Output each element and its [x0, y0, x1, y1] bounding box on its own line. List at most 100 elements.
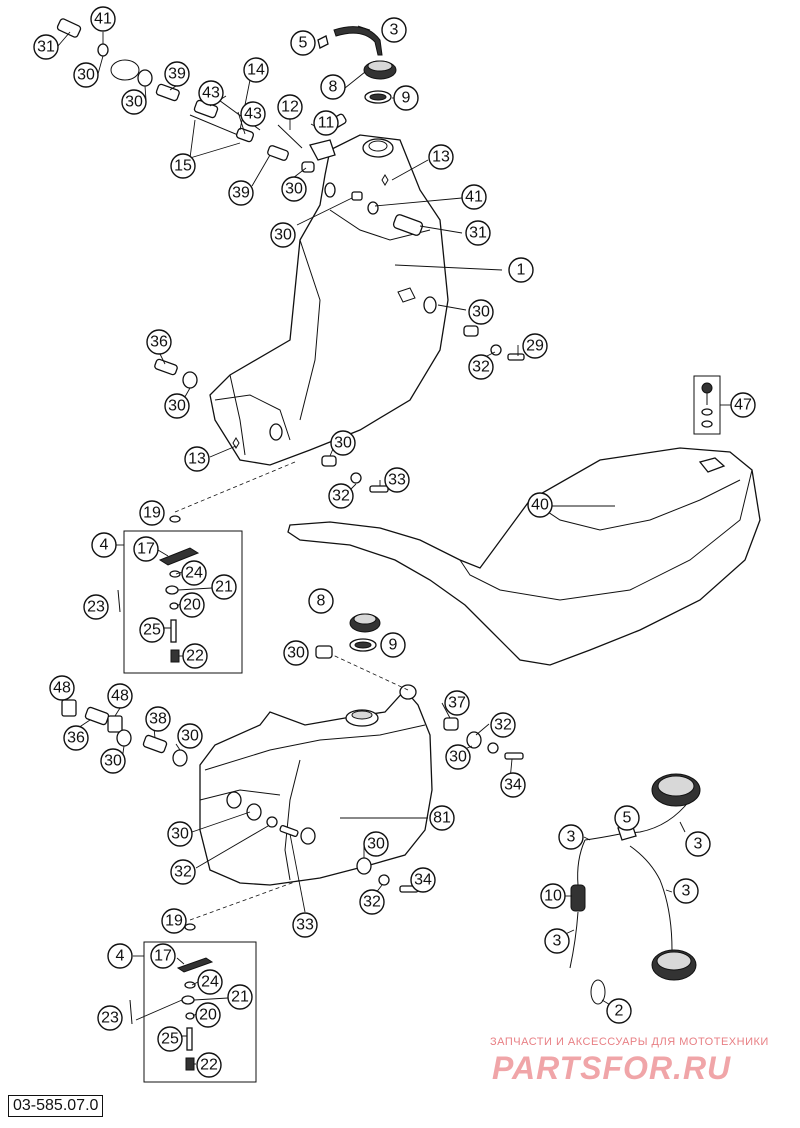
fuel-hose-assembly [560, 773, 701, 1007]
callout-23: 23 [83, 594, 109, 620]
svg-text:39: 39 [232, 185, 250, 202]
svg-text:33: 33 [296, 917, 314, 934]
callout-38: 38 [145, 706, 171, 732]
svg-text:30: 30 [181, 728, 199, 745]
svg-text:81: 81 [433, 810, 451, 827]
callout-24: 24 [197, 969, 223, 995]
callout-9: 9 [393, 85, 419, 111]
callout-24: 24 [181, 560, 207, 586]
svg-text:4: 4 [116, 948, 125, 965]
svg-text:32: 32 [332, 488, 350, 505]
callout-32: 32 [359, 889, 385, 915]
svg-text:30: 30 [285, 181, 303, 198]
callout-34: 34 [500, 772, 526, 798]
callout-21: 21 [211, 574, 237, 600]
svg-text:12: 12 [281, 99, 299, 116]
callout-30: 30 [121, 89, 147, 115]
callout-5: 5 [614, 805, 640, 831]
callout-4: 4 [107, 943, 133, 969]
svg-text:21: 21 [215, 579, 233, 596]
callout-3: 3 [558, 824, 584, 850]
svg-text:31: 31 [37, 39, 55, 56]
callout-11: 11 [313, 110, 339, 136]
callout-41: 41 [90, 6, 116, 32]
fuel-tank-lower [199, 684, 433, 886]
callout-9: 9 [380, 632, 406, 658]
callout-12: 12 [277, 94, 303, 120]
svg-text:30: 30 [168, 398, 186, 415]
callout-32: 32 [328, 483, 354, 509]
svg-text:22: 22 [200, 1057, 218, 1074]
callout-25: 25 [157, 1026, 183, 1052]
callout-13: 13 [428, 144, 454, 170]
svg-text:3: 3 [694, 836, 703, 853]
svg-text:3: 3 [390, 22, 399, 39]
svg-text:13: 13 [188, 451, 206, 468]
svg-text:13: 13 [432, 149, 450, 166]
callout-48: 48 [107, 683, 133, 709]
seat [287, 447, 761, 666]
callout-37: 37 [444, 690, 470, 716]
svg-text:31: 31 [469, 225, 487, 242]
callout-19: 19 [161, 908, 187, 934]
svg-text:34: 34 [504, 777, 522, 794]
callout-41: 41 [461, 184, 487, 210]
callout-30: 30 [283, 640, 309, 666]
callout-20: 20 [195, 1002, 221, 1028]
callout-47: 47 [730, 392, 756, 418]
callout-3: 3 [544, 928, 570, 954]
svg-text:14: 14 [247, 62, 265, 79]
svg-text:19: 19 [143, 505, 161, 522]
callout-29: 29 [522, 333, 548, 359]
callout-30: 30 [177, 723, 203, 749]
callout-30: 30 [468, 299, 494, 325]
callout-2: 2 [606, 998, 632, 1024]
svg-text:36: 36 [67, 730, 85, 747]
callout-3: 3 [685, 831, 711, 857]
svg-text:25: 25 [161, 1031, 179, 1048]
svg-text:38: 38 [149, 711, 167, 728]
svg-text:17: 17 [137, 541, 155, 558]
callout-3: 3 [381, 17, 407, 43]
callout-33: 33 [384, 467, 410, 493]
svg-text:48: 48 [111, 688, 129, 705]
callout-36: 36 [146, 329, 172, 355]
callout-39: 39 [228, 180, 254, 206]
svg-text:40: 40 [531, 497, 549, 514]
callout-8: 8 [308, 588, 334, 614]
callout-1: 1 [508, 257, 534, 283]
callout-43: 43 [198, 80, 224, 106]
svg-text:3: 3 [567, 829, 576, 846]
svg-text:43: 43 [244, 106, 262, 123]
svg-text:25: 25 [143, 622, 161, 639]
callout-22: 22 [182, 643, 208, 669]
svg-text:29: 29 [526, 338, 544, 355]
svg-text:15: 15 [174, 158, 192, 175]
svg-text:34: 34 [414, 872, 432, 889]
svg-text:48: 48 [53, 680, 71, 697]
callout-31: 31 [33, 34, 59, 60]
callout-21: 21 [227, 984, 253, 1010]
svg-text:20: 20 [183, 597, 201, 614]
callout-25: 25 [139, 617, 165, 643]
svg-text:9: 9 [389, 637, 398, 654]
callout-19: 19 [139, 500, 165, 526]
svg-text:30: 30 [274, 227, 292, 244]
callout-22: 22 [196, 1052, 222, 1078]
svg-text:30: 30 [77, 67, 95, 84]
fuel-tap-kit-lower [129, 879, 301, 1083]
svg-text:2: 2 [615, 1003, 624, 1020]
svg-text:32: 32 [472, 359, 490, 376]
svg-text:9: 9 [402, 90, 411, 107]
svg-text:5: 5 [299, 35, 308, 52]
svg-text:30: 30 [104, 753, 122, 770]
svg-text:8: 8 [329, 79, 338, 96]
callout-30: 30 [281, 176, 307, 202]
callout-30: 30 [445, 744, 471, 770]
lower-hardware [61, 613, 524, 893]
callout-3: 3 [673, 878, 699, 904]
callout-14: 14 [243, 57, 269, 83]
upper-leaders [57, 25, 519, 496]
callout-43: 43 [240, 101, 266, 127]
callout-32: 32 [490, 712, 516, 738]
